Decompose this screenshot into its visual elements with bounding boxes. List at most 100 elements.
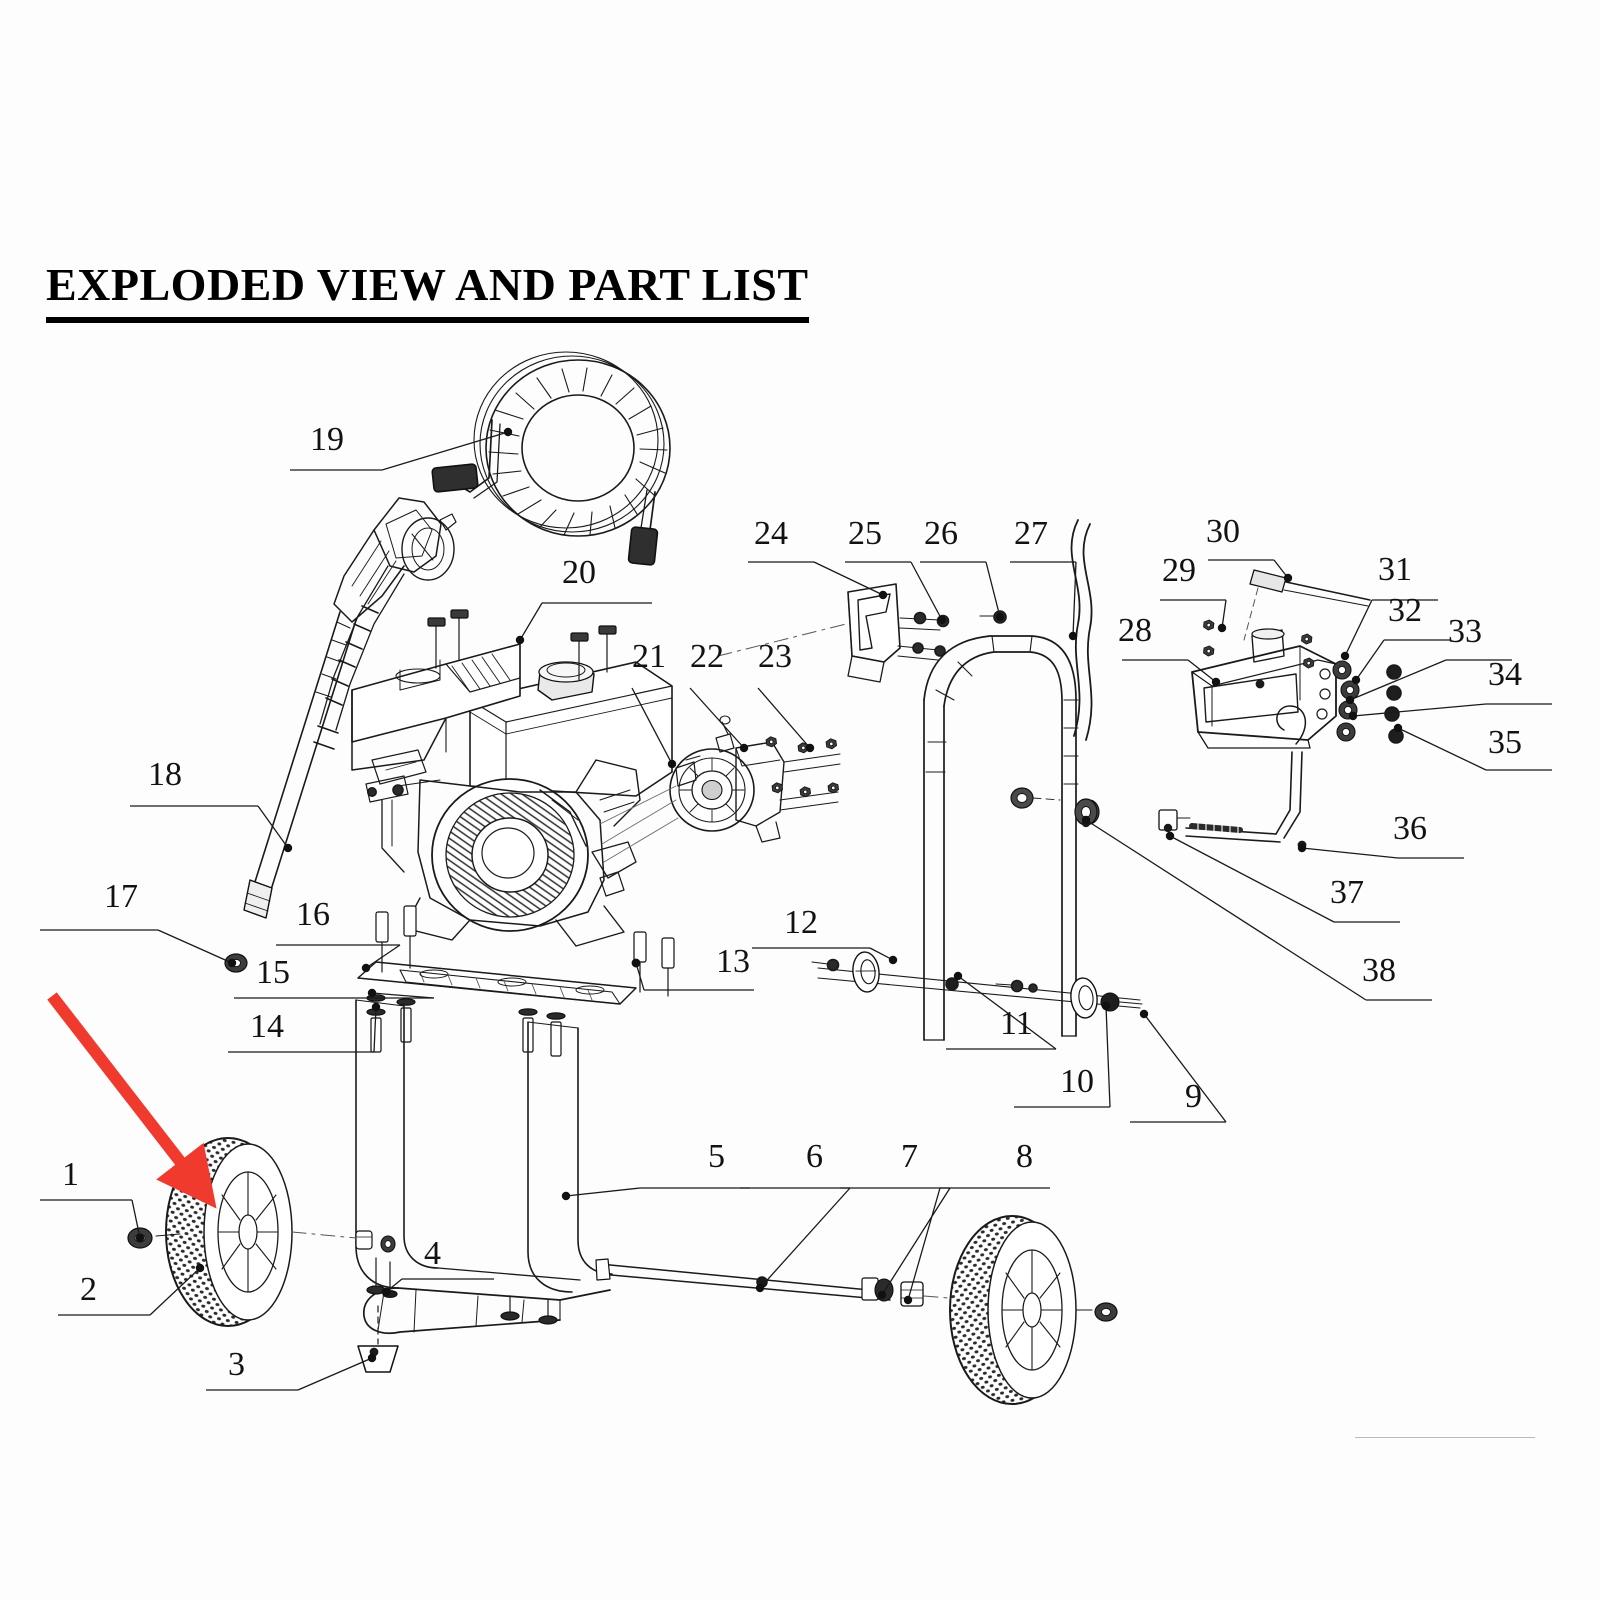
callout-leader-21 xyxy=(631,687,673,765)
callout-dot-25 xyxy=(937,615,947,625)
callout-leader-14 xyxy=(373,1006,377,1053)
callout-dot-5 xyxy=(561,1191,571,1201)
callout-number-36: 36 xyxy=(1393,810,1427,847)
callout-dot-29 xyxy=(1217,623,1227,633)
handle-rod-36 xyxy=(1074,705,1307,850)
coiled-hose-19 xyxy=(431,351,671,566)
cart-frame-4 xyxy=(355,999,613,1373)
callout-number-32: 32 xyxy=(1388,592,1422,629)
callout-number-31: 31 xyxy=(1378,551,1412,588)
callout-number-18: 18 xyxy=(148,756,182,793)
callout-number-22: 22 xyxy=(690,638,724,675)
callout-leader-26 xyxy=(985,561,1001,618)
callout-leader-33 xyxy=(1349,659,1447,701)
callout-dot-12 xyxy=(888,955,898,965)
callout-dot-6 xyxy=(755,1283,765,1293)
callout-number-25: 25 xyxy=(848,515,882,552)
annotation-arrow xyxy=(47,992,217,1209)
callout-number-3: 3 xyxy=(228,1346,245,1383)
callout-dot-34 xyxy=(1348,711,1358,721)
callout-dot-11 xyxy=(953,971,963,981)
callout-dot-14 xyxy=(371,1002,381,1012)
callout-number-2: 2 xyxy=(80,1271,97,1308)
callout-leader-22 xyxy=(689,687,745,749)
callout-leader-2 xyxy=(149,1267,201,1316)
callout-leader-dots xyxy=(135,427,1403,1363)
callout-leader-20 xyxy=(519,602,543,641)
callout-number-29: 29 xyxy=(1162,552,1196,589)
callout-dot-37 xyxy=(1165,831,1175,841)
callout-dot-13 xyxy=(631,958,641,968)
callout-leader-5 xyxy=(565,1187,641,1197)
callout-dot-32 xyxy=(1351,675,1361,685)
callout-leader-18 xyxy=(257,805,289,849)
pump-assembly-22 xyxy=(599,715,841,863)
callout-number-11: 11 xyxy=(1000,1005,1033,1042)
callout-dot-18 xyxy=(283,843,293,853)
callout-number-1: 1 xyxy=(62,1156,79,1193)
callout-leader-36 xyxy=(1301,847,1399,859)
axle-hardware xyxy=(811,951,1143,1019)
callout-dot-15 xyxy=(367,988,377,998)
wheel-right-8 xyxy=(949,1215,1118,1405)
hose-bracket-24 xyxy=(717,583,1007,683)
callout-number-35: 35 xyxy=(1488,724,1522,761)
callout-dot-2 xyxy=(195,1263,205,1273)
callout-leader-8 xyxy=(907,1187,941,1301)
callout-leader-34 xyxy=(1352,703,1487,717)
callout-number-8: 8 xyxy=(1016,1138,1033,1175)
callout-dot-1 xyxy=(135,1233,145,1243)
callout-dot-10 xyxy=(1101,1001,1111,1011)
callout-leader-38 xyxy=(1085,819,1367,1001)
callout-leader-37 xyxy=(1169,835,1335,923)
callout-dot-4 xyxy=(381,1287,391,1297)
engine-assembly-20 xyxy=(351,609,673,947)
callout-dot-16 xyxy=(361,963,371,973)
callout-number-30: 30 xyxy=(1206,513,1240,550)
gun-hose xyxy=(313,565,405,750)
callout-leader-11 xyxy=(957,975,1057,1050)
callout-dot-22 xyxy=(739,743,749,753)
callout-leader-17 xyxy=(157,929,233,964)
diagram-linework xyxy=(127,351,1404,1405)
callout-leader-6 xyxy=(759,1187,851,1289)
callout-number-24: 24 xyxy=(754,515,788,552)
callout-leader-28 xyxy=(1187,659,1217,683)
detergent-tank-28 xyxy=(1191,569,1371,749)
callout-leader-7 xyxy=(881,1187,951,1296)
callout-number-33: 33 xyxy=(1448,613,1482,650)
callout-dot-8 xyxy=(903,1295,913,1305)
callout-number-27: 27 xyxy=(1014,515,1048,552)
callout-number-38: 38 xyxy=(1362,952,1396,989)
callout-number-15: 15 xyxy=(256,954,290,991)
callout-leader-1 xyxy=(131,1199,141,1239)
callout-leader-12 xyxy=(869,947,894,961)
callout-number-7: 7 xyxy=(901,1138,918,1175)
callout-number-19: 19 xyxy=(310,421,344,458)
callout-dot-3 xyxy=(367,1353,377,1363)
callout-leader-23 xyxy=(757,687,811,749)
annotation-arrow-shaft xyxy=(47,992,217,1209)
callout-leader-19 xyxy=(381,431,509,471)
callout-dot-20 xyxy=(515,635,525,645)
callout-dot-23 xyxy=(805,743,815,753)
callout-number-17: 17 xyxy=(104,878,138,915)
callout-leader-25 xyxy=(910,561,943,621)
callout-number-23: 23 xyxy=(758,638,792,675)
callout-number-9: 9 xyxy=(1185,1078,1202,1115)
callout-dot-38 xyxy=(1081,815,1091,825)
callout-dot-36 xyxy=(1297,843,1307,853)
callout-dot-17 xyxy=(227,958,237,968)
page-title: EXPLODED VIEW AND PART LIST xyxy=(46,258,809,323)
callout-dot-27 xyxy=(1068,631,1078,641)
callout-leader-15 xyxy=(371,992,435,999)
callout-dot-9 xyxy=(1139,1009,1149,1019)
callout-leader-29 xyxy=(1221,599,1227,629)
callout-leader-10 xyxy=(1105,1005,1111,1108)
callout-dot-19 xyxy=(503,427,513,437)
callout-dot-26 xyxy=(995,612,1005,622)
callout-number-12: 12 xyxy=(784,904,818,941)
callout-leader-32 xyxy=(1355,639,1385,681)
